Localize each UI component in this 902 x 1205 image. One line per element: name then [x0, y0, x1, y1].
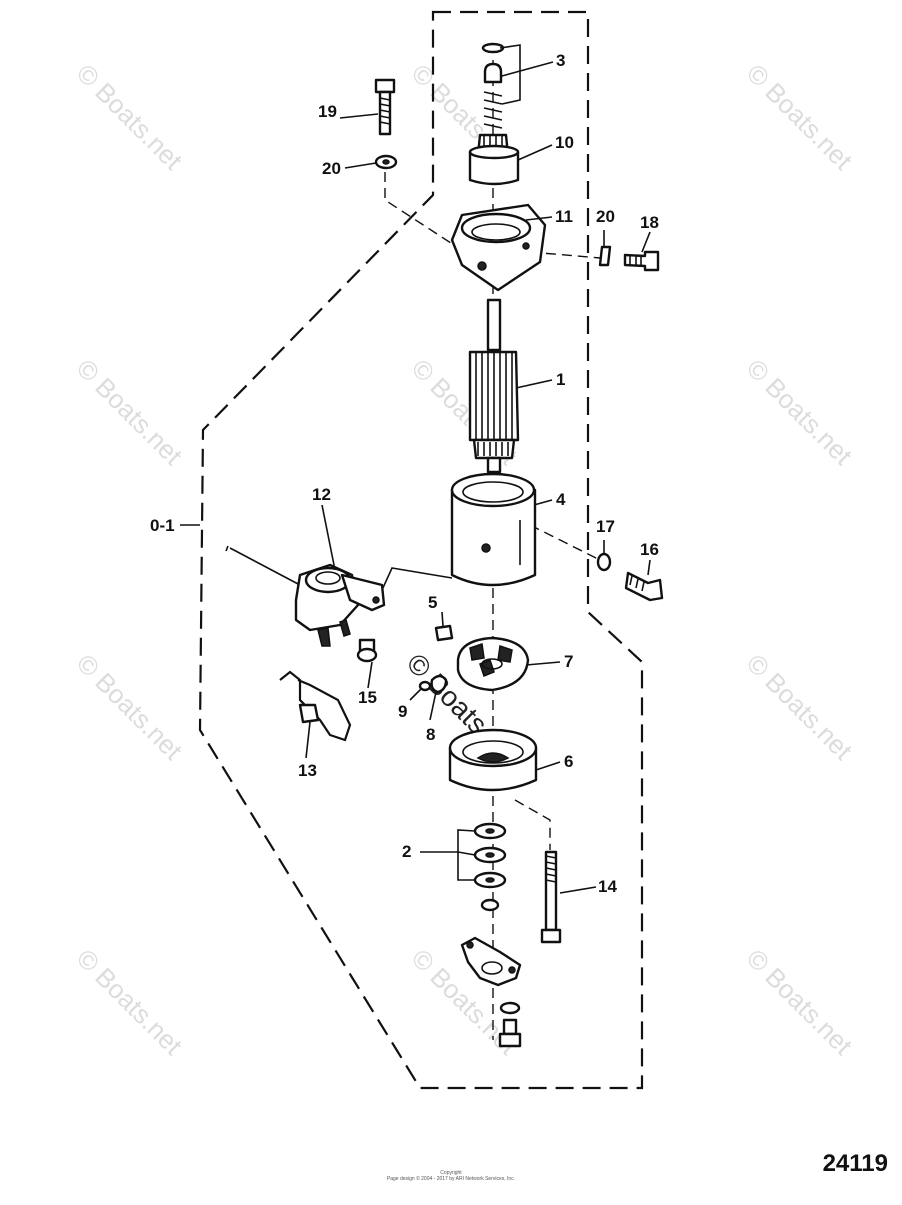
leader-lines: [180, 44, 651, 894]
part-6-end-head: [448, 728, 538, 792]
part-13-clip: [279, 670, 352, 742]
part-16-bolt: [624, 571, 664, 602]
bottom-screw: [498, 1018, 522, 1048]
watermark: © Boats.net: [741, 943, 859, 1061]
part-12-solenoid: [225, 545, 386, 647]
callout-assembly-0-1: 0-1: [150, 516, 175, 535]
part-19-bolt: [374, 78, 396, 136]
part-7-brush-plate: [456, 636, 530, 692]
diagram-number: 24119: [822, 1150, 888, 1177]
callout-15: 15: [358, 688, 377, 707]
callout-labels: 3 10 11 1 4 7 6 14 2 19 20 20 18 17 16 1…: [150, 51, 659, 896]
alignment-line-16: [529, 524, 601, 561]
part-9-pin: [418, 680, 432, 692]
bottom-washer: [499, 1001, 521, 1015]
alignment-line-14: [514, 799, 551, 850]
callout-20-right: 20: [596, 207, 615, 226]
part-11-end-frame: [450, 203, 547, 292]
callout-12: 12: [312, 485, 331, 504]
part-8-spring: [430, 674, 448, 694]
part-18-screw: [623, 250, 660, 272]
callout-16: 16: [640, 540, 659, 559]
part-4-frame-housing: [450, 472, 537, 587]
copyright-line: Copyright: [440, 1170, 462, 1176]
watermark: © Boats.net: [71, 943, 189, 1061]
part-17-washer: [596, 552, 612, 572]
callout-2: 2: [402, 842, 411, 861]
watermark: © Boats.net: [741, 58, 859, 176]
part-2-washers: [473, 822, 507, 912]
watermark: © Boats.net: [741, 648, 859, 766]
callout-17: 17: [596, 517, 615, 536]
callout-5: 5: [428, 593, 437, 612]
part-15-screw: [356, 638, 378, 663]
alignment-line-18: [529, 251, 601, 259]
bottom-bracket: [460, 936, 522, 987]
callout-1: 1: [556, 370, 565, 389]
watermark: © Boats.net: [71, 648, 189, 766]
watermark: © Boats.net: [71, 353, 189, 471]
part-14-through-bolt: [540, 850, 562, 944]
assembly-boundary: [198, 10, 644, 1090]
callout-14: 14: [598, 877, 617, 896]
watermark: © Boats.net: [71, 58, 189, 176]
part-20-lockwasher-right: [598, 245, 612, 267]
part-5-brush: [434, 624, 454, 642]
part-10-drive-pinion: [468, 133, 520, 186]
callout-9: 9: [398, 702, 407, 721]
part-1-armature: [468, 298, 520, 474]
callout-4: 4: [556, 490, 566, 509]
callout-19: 19: [318, 102, 337, 121]
callout-20-left: 20: [322, 159, 341, 178]
alignment-line-19: [384, 172, 481, 263]
callout-13: 13: [298, 761, 317, 780]
solenoid-lead-wire: [381, 567, 453, 591]
callout-18: 18: [640, 213, 659, 232]
callout-11: 11: [555, 207, 573, 226]
copyright-line: Page design © 2004 - 2017 by ARI Network…: [386, 1176, 516, 1182]
part-3-retainer-set: [481, 42, 505, 129]
watermark: © Boats.net: [741, 353, 859, 471]
copyright-notice: Copyright Page design © 2004 - 2017 by A…: [300, 1170, 602, 1182]
part-20-washer-left: [374, 154, 398, 170]
callout-8: 8: [426, 725, 435, 744]
callout-3: 3: [556, 51, 565, 70]
callout-6: 6: [564, 752, 573, 771]
callout-10: 10: [555, 133, 574, 152]
callout-7: 7: [564, 652, 573, 671]
